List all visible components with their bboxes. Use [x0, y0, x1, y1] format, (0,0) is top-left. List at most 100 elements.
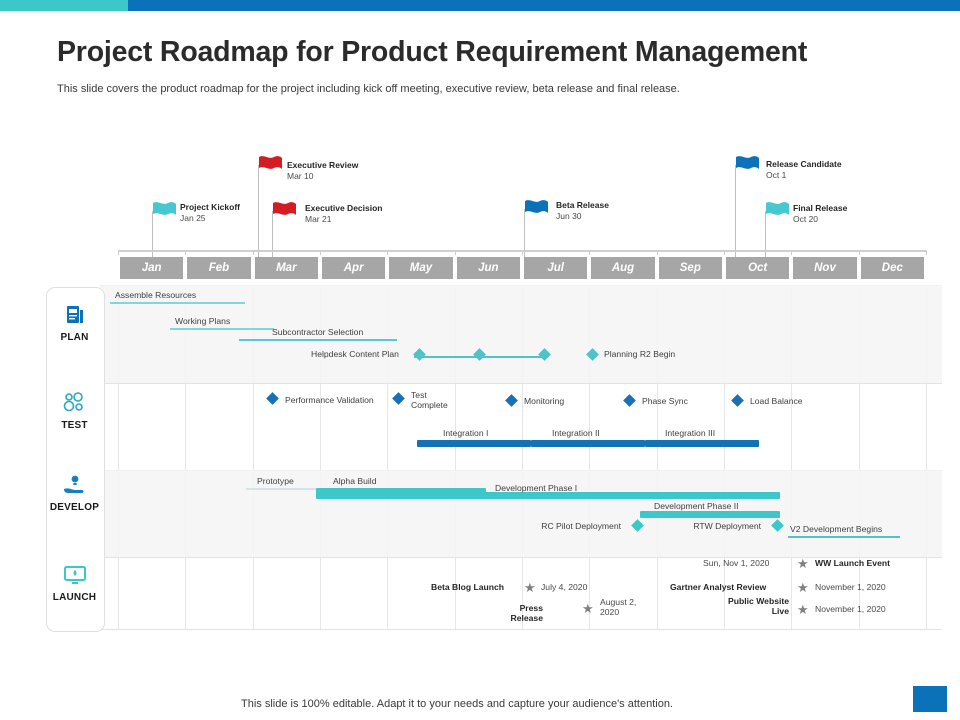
grid-vline	[724, 285, 725, 630]
event-date-beta-blog-launch: July 4, 2020	[541, 582, 588, 592]
bar-integration-2[interactable]	[531, 440, 645, 447]
bar-v2-development-begins[interactable]	[788, 536, 900, 538]
bar-prototype[interactable]	[246, 488, 316, 490]
tick-aug	[589, 250, 591, 255]
bubbles-icon	[46, 388, 103, 418]
top-accent-teal	[0, 0, 128, 11]
label-working-plans: Working Plans	[175, 316, 231, 326]
bar-integration-1[interactable]	[417, 440, 531, 447]
label-phase-sync: Phase Sync	[642, 396, 688, 406]
flag-title: Beta Release	[556, 200, 609, 210]
tick-apr	[320, 250, 321, 255]
category-plan[interactable]: PLAN	[46, 300, 103, 343]
label-assemble-resources: Assemble Resources	[115, 290, 197, 300]
event-label-beta-blog-launch: Beta Blog Launch	[431, 582, 505, 592]
label-test-complete: Test Complete	[411, 390, 448, 410]
flag-title: Executive Review	[287, 160, 359, 170]
tick-may	[387, 250, 389, 255]
bar-subcontractor-selection[interactable]	[239, 339, 397, 341]
category-test[interactable]: TEST	[46, 388, 103, 431]
flag-icon	[258, 155, 283, 177]
month-aug: Aug	[591, 257, 655, 279]
grid-vline	[926, 285, 927, 630]
flag-pole	[152, 211, 153, 265]
flag-pole	[272, 211, 273, 265]
tick-feb	[185, 250, 187, 255]
flag-title: Executive Decision	[305, 203, 383, 213]
grid-vline	[185, 285, 186, 630]
label-rc-pilot-deployment: RC Pilot Deployment	[541, 521, 621, 531]
page-title: Project Roadmap for Product Requirement …	[57, 36, 808, 68]
flag-pole	[735, 165, 736, 265]
roadmap-grid	[100, 285, 942, 630]
category-develop[interactable]: DEVELOP	[46, 470, 103, 513]
tick-dec	[858, 250, 860, 255]
label-alpha-build: Alpha Build	[333, 476, 377, 486]
flag-icon	[152, 201, 177, 223]
flag-pole	[524, 209, 525, 265]
event-label-public-website-live: Public Website Live	[728, 596, 789, 616]
flag-pole	[258, 165, 259, 265]
tick-jun	[454, 250, 456, 255]
category-launch[interactable]: LAUNCH	[46, 560, 103, 603]
bar-integration-3[interactable]	[645, 440, 759, 447]
label-monitoring: Monitoring	[524, 396, 565, 406]
star-icon-gartner-analyst-review: ★	[797, 580, 809, 595]
label-integration-3: Integration III	[665, 428, 716, 438]
tick-end	[926, 250, 927, 255]
month-jun: Jun	[456, 257, 520, 279]
label-integration-2: Integration II	[552, 428, 600, 438]
month-dec: Dec	[860, 257, 924, 279]
grid-vline	[387, 285, 388, 630]
month-oct: Oct	[726, 257, 790, 279]
flag-icon	[272, 201, 297, 223]
category-label: TEST	[61, 420, 88, 431]
grid-vline	[455, 285, 456, 630]
event-date-gartner-analyst-review: November 1, 2020	[815, 582, 886, 592]
tick-jan	[118, 250, 119, 255]
flag-date: Jun 30	[556, 211, 582, 221]
tick-nov	[791, 250, 793, 255]
event-date-public-website-live: November 1, 2020	[815, 604, 886, 614]
category-label: DEVELOP	[49, 502, 100, 513]
grid-hline	[100, 557, 942, 558]
label-helpdesk-content-plan: Helpdesk Content Plan	[311, 349, 399, 359]
bar-development-phase-2[interactable]	[640, 511, 780, 518]
monitor-rocket-icon	[46, 560, 103, 590]
grid-hline	[100, 629, 942, 630]
event-date-press-release: August 2, 2020	[600, 597, 637, 617]
label-subcontractor-selection: Subcontractor Selection	[272, 327, 364, 337]
grid-vline	[253, 285, 254, 630]
grid-vline	[589, 285, 590, 630]
month-sep: Sep	[658, 257, 722, 279]
label-prototype: Prototype	[257, 476, 294, 486]
flag-title: Project Kickoff	[180, 202, 240, 212]
star-icon-ww-launch-event: ★	[797, 556, 809, 571]
flag-title: Final Release	[793, 203, 848, 213]
month-apr: Apr	[322, 257, 386, 279]
bar-alpha-build[interactable]	[316, 488, 486, 495]
row-band	[100, 285, 942, 383]
bar-assemble-resources[interactable]	[110, 302, 245, 304]
flag-icon	[765, 201, 790, 223]
label-v2-development-begins: V2 Development Begins	[790, 524, 883, 534]
label-integration-1: Integration I	[443, 428, 489, 438]
clipboard-icon	[46, 300, 103, 330]
category-label: LAUNCH	[52, 592, 97, 603]
label-development-phase-1: Development Phase I	[495, 483, 578, 493]
flag-date: Jan 25	[180, 213, 206, 223]
page-subtitle: This slide covers the product roadmap fo…	[57, 83, 680, 95]
grid-vline	[859, 285, 860, 630]
flag-icon	[735, 155, 760, 177]
label-planning-r2-begin: Planning R2 Begin	[604, 349, 676, 359]
star-icon-press-release: ★	[582, 601, 594, 616]
bar-working-plans[interactable]	[170, 328, 274, 330]
bar-development-phase-1[interactable]	[316, 492, 780, 499]
tick-jul	[522, 250, 523, 255]
month-may: May	[389, 257, 453, 279]
